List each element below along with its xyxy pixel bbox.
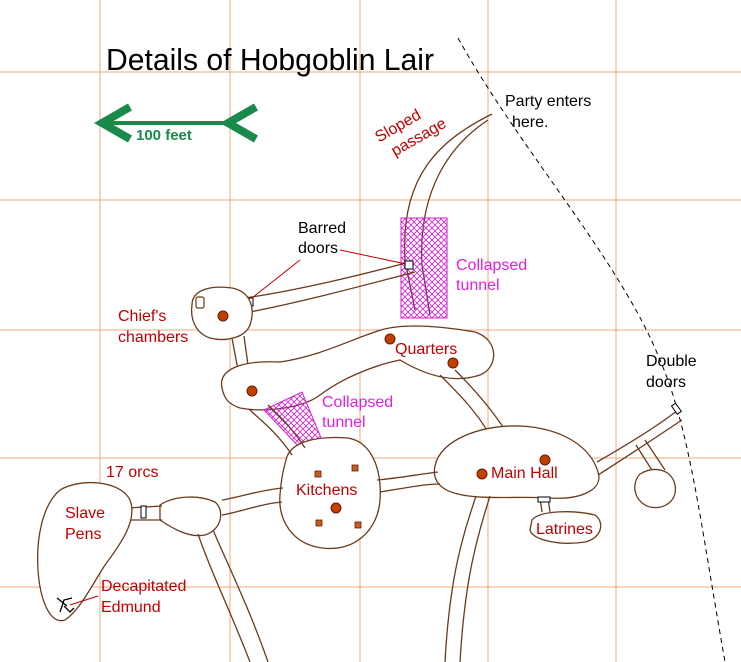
orc-marker bbox=[351, 464, 359, 472]
party-enters-label-line1: Party enters bbox=[505, 93, 591, 110]
decapitated-label-line2: Edmund bbox=[101, 599, 161, 616]
edmund-pointer bbox=[69, 595, 99, 606]
barred-doors-pointer-1 bbox=[251, 259, 301, 299]
south-passage bbox=[444, 495, 491, 662]
latrines-door[interactable] bbox=[537, 496, 551, 503]
collapsed-tunnel-1-label-line1: Collapsed bbox=[456, 257, 527, 274]
hobgoblin-marker bbox=[476, 468, 488, 480]
map-title: Details of Hobgoblin Lair bbox=[106, 42, 434, 77]
orc-marker bbox=[354, 521, 362, 529]
junction-chamber bbox=[159, 496, 222, 537]
double-door[interactable] bbox=[670, 402, 683, 415]
kitchens-to-hall-corridor bbox=[376, 471, 441, 493]
hobgoblin-marker bbox=[384, 333, 396, 345]
orc-markers bbox=[314, 464, 362, 529]
barred-door-east[interactable] bbox=[404, 260, 414, 270]
chiefs-chambers-label-line2: chambers bbox=[118, 329, 188, 346]
party-enters-label-line2: here. bbox=[512, 114, 548, 131]
barred-corridor bbox=[244, 261, 416, 313]
junction-north-passage bbox=[249, 404, 306, 456]
slave-pens-label-line2: Pens bbox=[65, 526, 101, 543]
double-doors-label-line1: Double bbox=[646, 353, 697, 370]
junction-south-passage bbox=[197, 529, 269, 662]
slave-pens-door[interactable] bbox=[140, 505, 147, 519]
barred-doors-label-line2: doors bbox=[298, 240, 338, 257]
hobgoblin-marker bbox=[539, 454, 551, 466]
main-hall-room bbox=[433, 425, 600, 499]
hobgoblin-marker bbox=[330, 502, 342, 514]
slave-pens-label-line1: Slave bbox=[65, 505, 105, 522]
latrines-room bbox=[529, 511, 602, 544]
collapsed-tunnel-2-label-line1: Collapsed bbox=[322, 394, 393, 411]
barred-doors-pointer-2 bbox=[339, 249, 407, 265]
throne-icon bbox=[195, 296, 205, 309]
orc-marker bbox=[315, 519, 323, 527]
collapsed-tunnel-1-label-line2: tunnel bbox=[456, 277, 500, 294]
double-door-chamber bbox=[634, 468, 677, 509]
double-doors-label-line2: doors bbox=[646, 374, 686, 391]
kitchens-west-corridor bbox=[221, 487, 284, 516]
collapsed-tunnel-2-label-line2: tunnel bbox=[322, 414, 366, 431]
hobgoblin-marker bbox=[447, 357, 459, 369]
kitchens-label: Kitchens bbox=[296, 482, 357, 499]
main-hall-label: Main Hall bbox=[491, 465, 558, 482]
chief-passage bbox=[231, 335, 249, 371]
latrines-label: Latrines bbox=[536, 521, 593, 538]
chiefs-chambers-label-line1: Chief's bbox=[118, 308, 166, 325]
sloped-passage-label: Sloped passage bbox=[372, 107, 449, 160]
double-door-passage bbox=[596, 409, 683, 476]
slave-pens-room bbox=[36, 481, 133, 622]
scale-label: 100 feet bbox=[136, 127, 192, 144]
hobgoblin-marker bbox=[246, 385, 258, 397]
hobgoblin-markers bbox=[217, 310, 551, 514]
quarters-to-hall-passage bbox=[439, 369, 506, 436]
orc-marker bbox=[314, 470, 322, 478]
surface-edge bbox=[457, 37, 726, 662]
barred-doors-label-line1: Barred bbox=[298, 220, 346, 237]
decapitated-body-icon bbox=[56, 597, 75, 613]
hobgoblin-marker bbox=[217, 310, 229, 322]
decapitated-label-line1: Decapitated bbox=[101, 578, 186, 595]
orcs-count-label: 17 orcs bbox=[106, 464, 158, 481]
quarters-label: Quarters bbox=[395, 341, 457, 358]
